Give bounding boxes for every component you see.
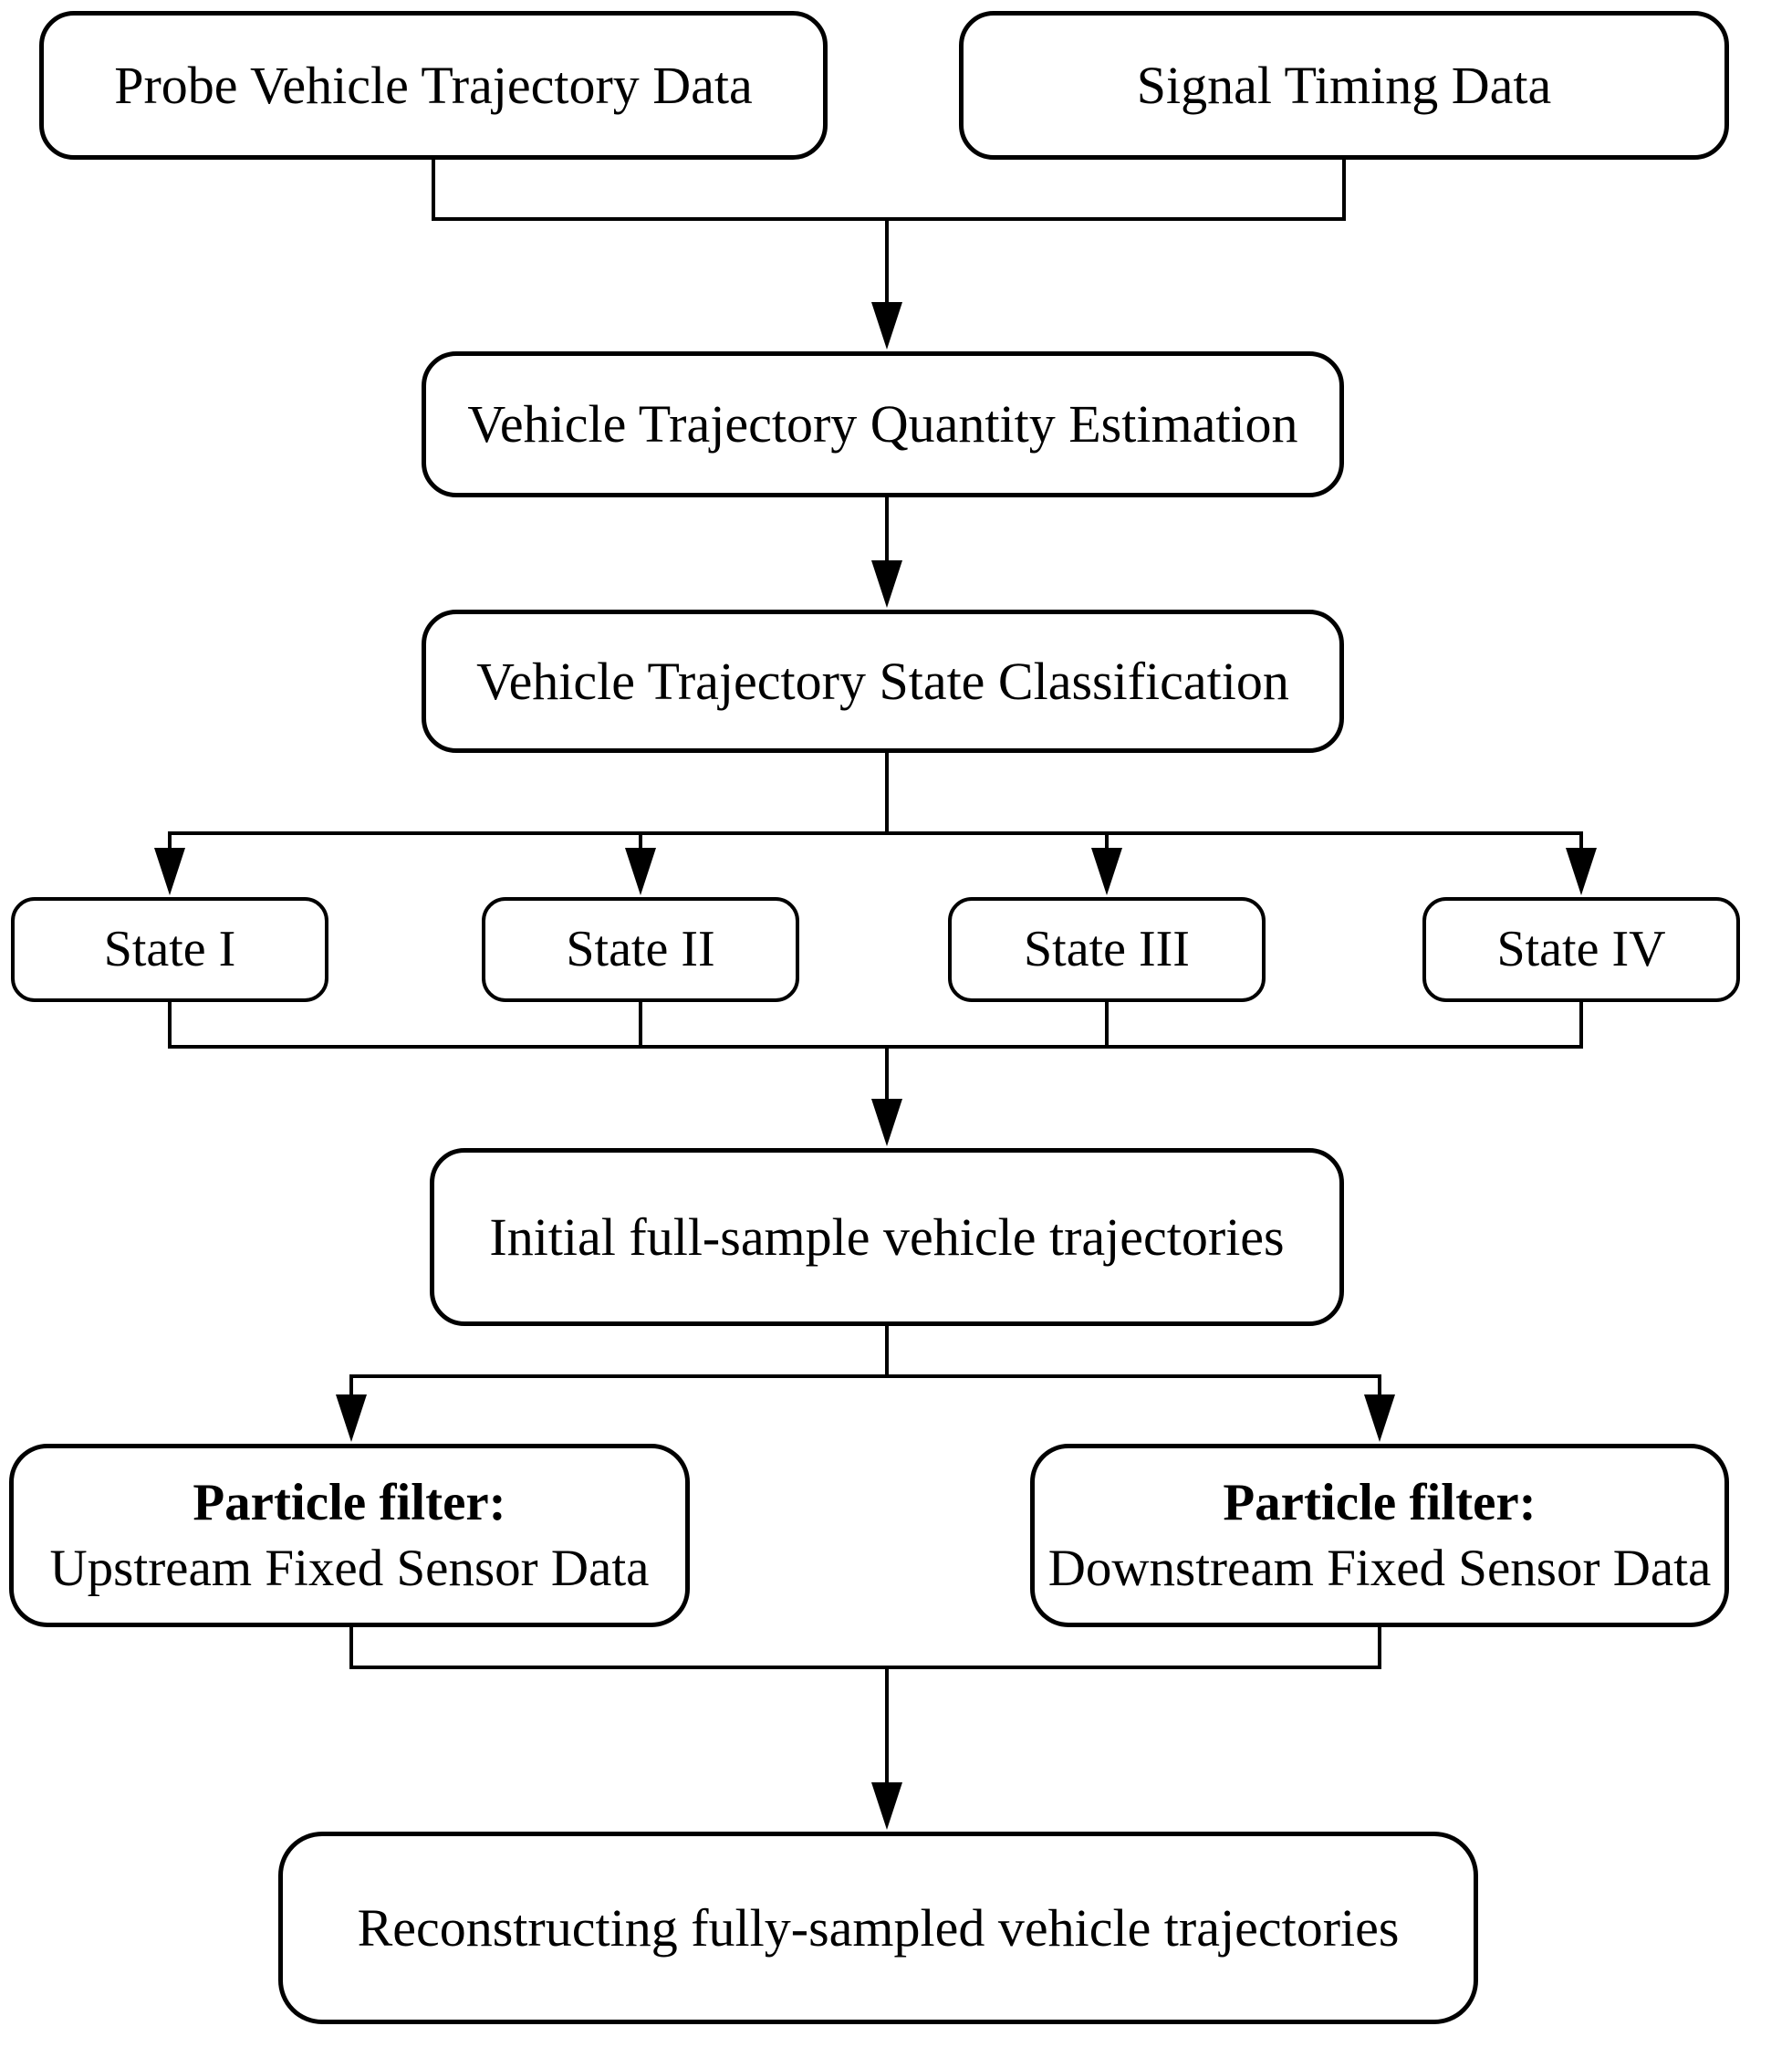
arrowhead-to-pf-downstream bbox=[1364, 1394, 1395, 1442]
node-initial-full-sample-trajectories: Initial full-sample vehicle trajectories bbox=[430, 1148, 1344, 1326]
connector-top-merge bbox=[432, 158, 1346, 221]
node-probe-label: Probe Vehicle Trajectory Data bbox=[114, 55, 753, 115]
node-initial-trajectories-label: Initial full-sample vehicle trajectories bbox=[489, 1206, 1285, 1267]
node-pf-downstream-subtitle: Downstream Fixed Sensor Data bbox=[1047, 1539, 1712, 1597]
node-pf-downstream-title: Particle filter: bbox=[1223, 1473, 1537, 1531]
node-signal-timing-label: Signal Timing Data bbox=[1136, 55, 1552, 115]
connector-pf-split bbox=[349, 1324, 1381, 1398]
node-state-classification-label: Vehicle Trajectory State Classification bbox=[476, 651, 1289, 711]
node-reconstructing-trajectories: Reconstructing fully-sampled vehicle tra… bbox=[278, 1832, 1478, 2024]
node-state-1: State I bbox=[11, 897, 328, 1002]
node-state-1-label: State I bbox=[103, 920, 236, 977]
node-state-4: State IV bbox=[1422, 897, 1740, 1002]
arrowhead-to-reconstruction bbox=[871, 1782, 902, 1830]
node-vehicle-trajectory-state-classification: Vehicle Trajectory State Classification bbox=[422, 610, 1344, 753]
node-vehicle-trajectory-quantity-estimation: Vehicle Trajectory Quantity Estimation bbox=[422, 351, 1344, 497]
arrowhead-to-state-2 bbox=[625, 848, 656, 895]
node-particle-filter-upstream: Particle filter: Upstream Fixed Sensor D… bbox=[9, 1444, 690, 1627]
arrowhead-to-classification bbox=[871, 560, 902, 608]
arrowhead-to-pf-upstream bbox=[336, 1394, 367, 1442]
connector-state-merge bbox=[168, 1000, 1583, 1049]
node-state-2: State II bbox=[482, 897, 799, 1002]
arrowhead-to-state-4 bbox=[1566, 848, 1597, 895]
connector-state-distribution bbox=[168, 831, 1583, 851]
node-signal-timing-data: Signal Timing Data bbox=[959, 11, 1729, 160]
node-probe-vehicle-trajectory-data: Probe Vehicle Trajectory Data bbox=[39, 11, 828, 160]
node-reconstruction-label: Reconstructing fully-sampled vehicle tra… bbox=[357, 1897, 1400, 1958]
node-quantity-estimation-label: Vehicle Trajectory Quantity Estimation bbox=[467, 394, 1298, 454]
arrowhead-to-initial bbox=[871, 1099, 902, 1146]
node-state-2-label: State II bbox=[566, 920, 715, 977]
node-state-3-label: State III bbox=[1024, 920, 1190, 977]
node-particle-filter-downstream: Particle filter: Downstream Fixed Sensor… bbox=[1030, 1444, 1729, 1627]
node-pf-upstream-subtitle: Upstream Fixed Sensor Data bbox=[49, 1539, 650, 1597]
arrowhead-to-state-1 bbox=[154, 848, 185, 895]
node-pf-upstream-title: Particle filter: bbox=[193, 1473, 506, 1531]
arrowhead-to-state-3 bbox=[1091, 848, 1122, 895]
node-state-4-label: State IV bbox=[1496, 920, 1666, 977]
connector-pf-merge bbox=[349, 1625, 1381, 1669]
arrowhead-to-quantity bbox=[871, 302, 902, 350]
node-state-3: State III bbox=[948, 897, 1266, 1002]
